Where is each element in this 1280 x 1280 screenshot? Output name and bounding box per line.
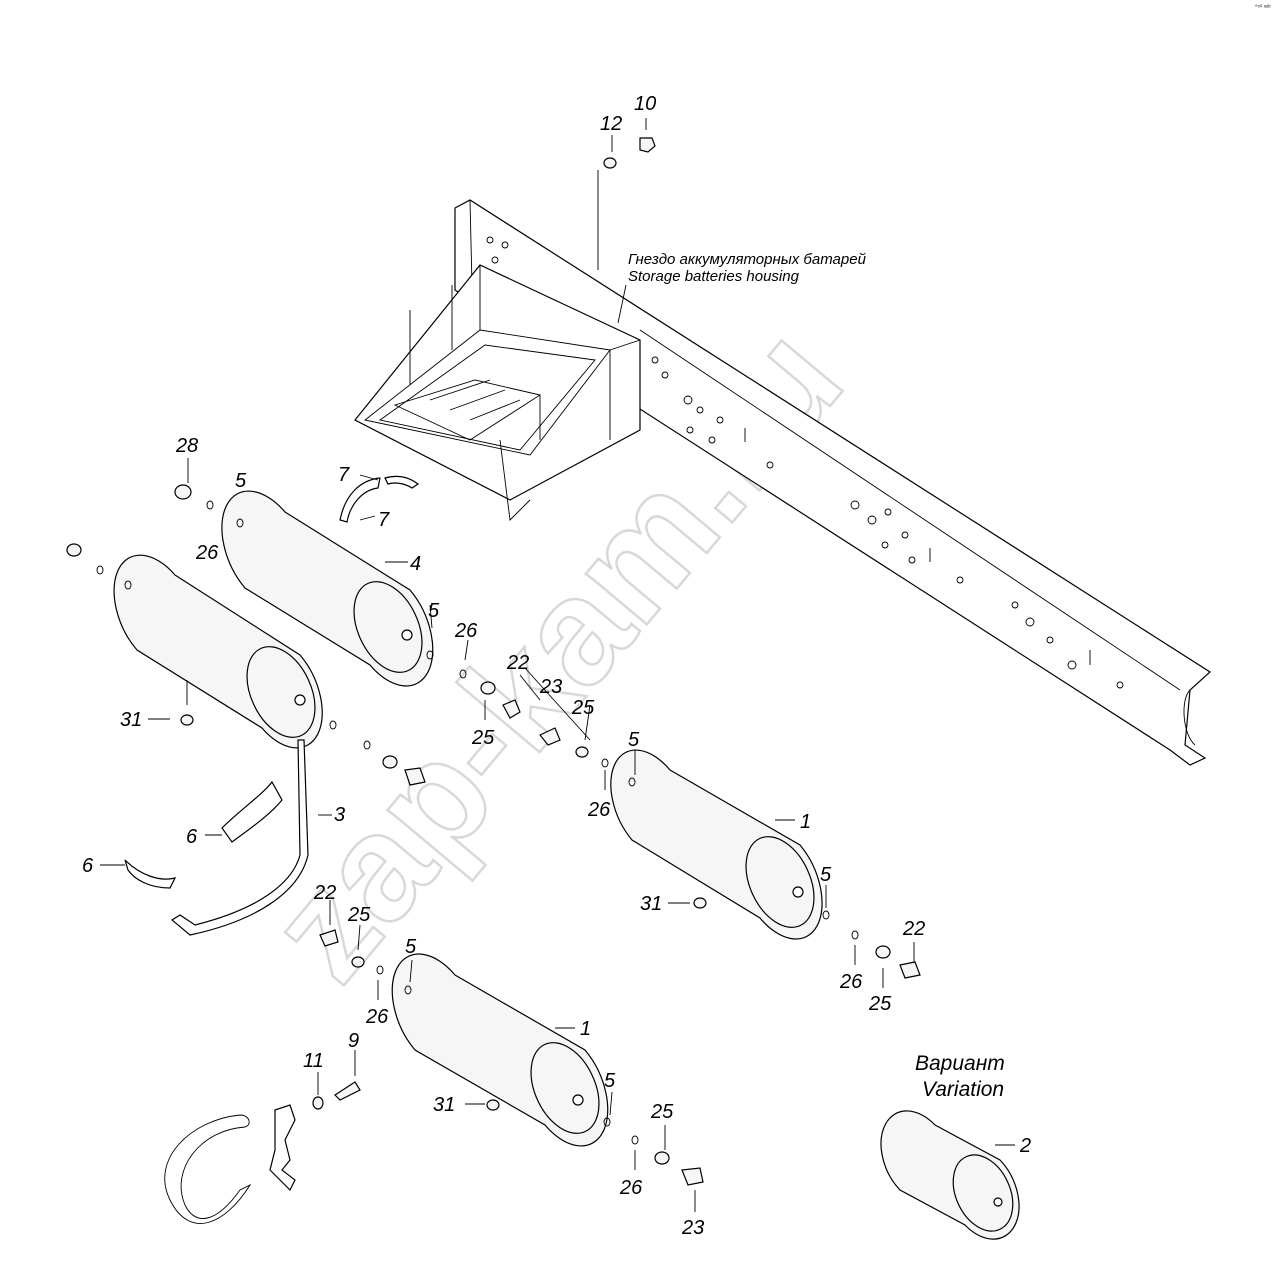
label-5: 5 xyxy=(235,470,247,492)
frame-rail xyxy=(454,199,1211,766)
label-6: 6 xyxy=(82,855,94,877)
receiver-left-upper xyxy=(113,554,323,749)
receiver-1-right xyxy=(610,749,823,940)
housing-label-ru: Гнездо аккумуляторных батарей xyxy=(628,251,867,268)
label-28: 28 xyxy=(175,435,198,457)
label-6: 6 xyxy=(186,826,198,848)
label-22: 22 xyxy=(902,918,925,940)
label-22: 22 xyxy=(506,652,529,674)
label-23: 23 xyxy=(681,1217,704,1239)
label-5: 5 xyxy=(405,936,417,958)
label-9: 9 xyxy=(348,1030,359,1052)
corner-mark: °⁵⁰ ˢᵒᵇ xyxy=(1255,4,1271,11)
label-22: 22 xyxy=(313,882,336,904)
clamp-assembly xyxy=(164,1050,361,1224)
label-4: 4 xyxy=(410,553,421,575)
receiver-2-variant xyxy=(880,1110,1020,1240)
label-26: 26 xyxy=(195,542,219,564)
label-25: 25 xyxy=(650,1101,674,1123)
label-5: 5 xyxy=(628,729,640,751)
label-26: 26 xyxy=(619,1177,643,1199)
receiver-4 xyxy=(221,490,434,687)
label-10: 10 xyxy=(634,93,656,115)
strap-3 xyxy=(170,739,332,936)
label-1: 1 xyxy=(580,1018,591,1040)
label-26: 26 xyxy=(839,971,863,993)
housing-label-en: Storage batteries housing xyxy=(628,268,800,285)
label-25: 25 xyxy=(471,727,495,749)
variant-label-ru: Вариант xyxy=(915,1052,1005,1075)
variant-label-en: Variation xyxy=(922,1078,1004,1101)
label-3: 3 xyxy=(334,804,345,826)
callout-labels: 10 12 28 5 26 7 7 4 5 26 22 23 25 25 31 … xyxy=(82,93,1031,1239)
pad-6-upper xyxy=(221,780,283,843)
leader-lines xyxy=(100,458,915,1212)
label-31: 31 xyxy=(433,1094,455,1116)
strap-7 xyxy=(339,475,420,523)
label-31: 31 xyxy=(120,709,142,731)
label-26: 26 xyxy=(454,620,478,642)
nut-10-and-washer-12 xyxy=(597,118,656,270)
label-31: 31 xyxy=(640,893,662,915)
label-25: 25 xyxy=(347,904,371,926)
label-7: 7 xyxy=(338,464,350,486)
label-11: 11 xyxy=(303,1050,324,1072)
label-5: 5 xyxy=(820,864,832,886)
small-parts xyxy=(66,484,921,1186)
label-7: 7 xyxy=(378,509,390,531)
battery-housing xyxy=(354,264,641,521)
label-25: 25 xyxy=(868,993,892,1015)
label-25: 25 xyxy=(571,697,595,719)
label-26: 26 xyxy=(587,799,611,821)
pad-6-lower xyxy=(124,859,177,889)
receiver-1-lower xyxy=(391,953,609,1147)
label-12: 12 xyxy=(600,113,622,135)
label-23: 23 xyxy=(539,676,562,698)
label-1: 1 xyxy=(800,811,811,833)
label-26: 26 xyxy=(365,1006,389,1028)
label-2: 2 xyxy=(1019,1135,1031,1157)
label-5: 5 xyxy=(428,600,440,622)
label-5: 5 xyxy=(604,1070,616,1092)
